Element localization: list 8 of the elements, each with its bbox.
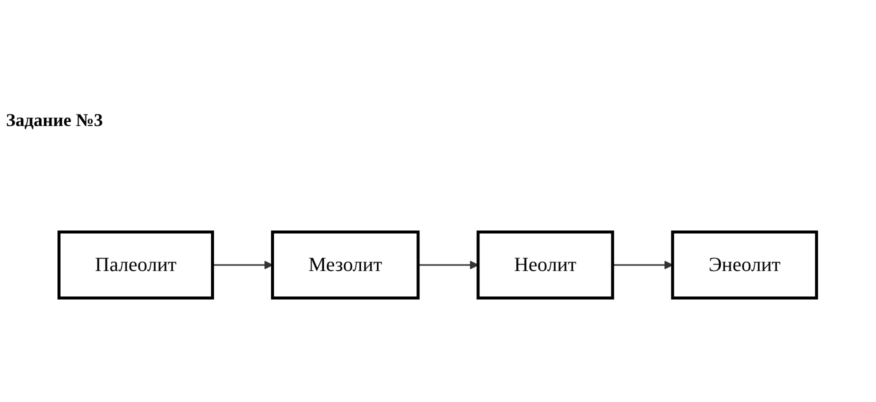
node-box: Энеолит: [671, 230, 818, 300]
node-box: Неолит: [476, 230, 614, 300]
arrow: [212, 260, 274, 270]
task-title: Задание №3: [6, 110, 103, 131]
arrow: [612, 260, 674, 270]
node-box: Палеолит: [58, 230, 214, 300]
arrow: [418, 260, 479, 270]
node-box: Мезолит: [271, 230, 420, 300]
